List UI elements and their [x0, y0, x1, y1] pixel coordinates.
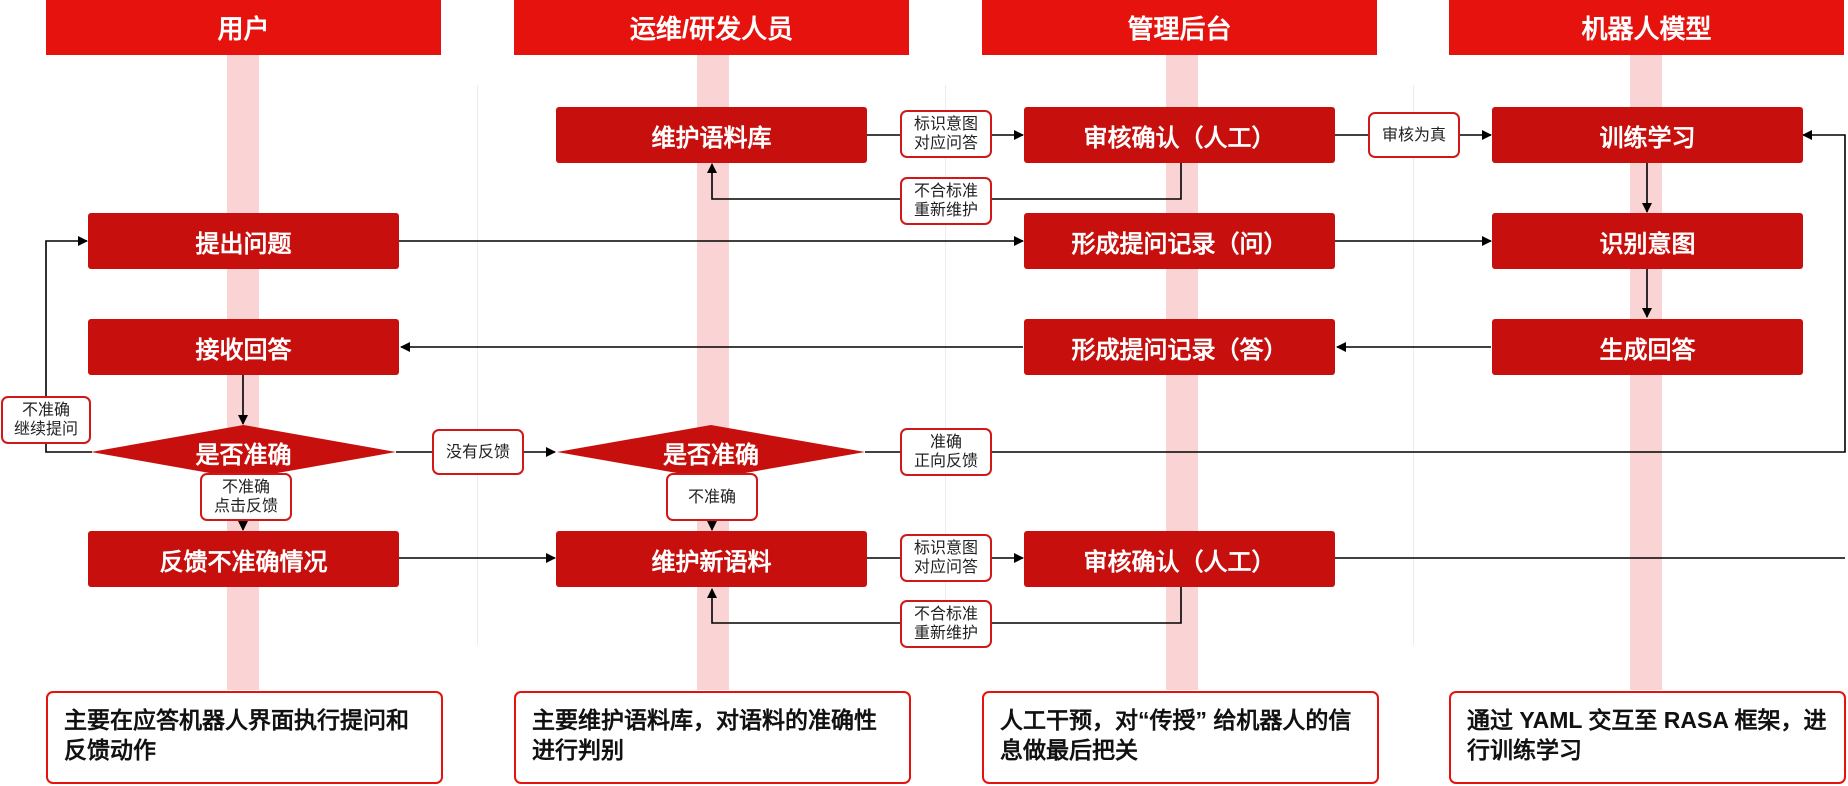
node-record-answer: 形成提问记录（答） — [1024, 319, 1335, 375]
label-inaccurate-continue: 不准确 继续提问 — [1, 396, 91, 444]
decision-accurate-user: 是否准确 — [91, 425, 396, 479]
node-feedback-inaccurate: 反馈不准确情况 — [88, 531, 399, 587]
lane-divider — [945, 85, 946, 645]
decision-label: 是否准确 — [663, 441, 759, 469]
lane-header-user: 用户 — [46, 0, 441, 55]
lane-header-admin: 管理后台 — [982, 0, 1377, 55]
diamond-shape — [557, 425, 865, 479]
node-receive-answer: 接收回答 — [88, 319, 399, 375]
node-ask: 提出问题 — [88, 213, 399, 269]
description-ops: 主要维护语料库，对语料的准确性进行判别 — [514, 691, 911, 784]
label-no-feedback: 没有反馈 — [432, 429, 524, 475]
label-accurate-positive: 准确 正向反馈 — [900, 428, 992, 476]
lane-header-robot: 机器人模型 — [1449, 0, 1844, 55]
label-mark-intent-top: 标识意图 对应问答 — [900, 110, 992, 158]
decision-accurate-ops: 是否准确 — [557, 425, 865, 479]
node-record-question: 形成提问记录（问） — [1024, 213, 1335, 269]
description-admin: 人工干预，对“传授” 给机器人的信息做最后把关 — [982, 691, 1379, 784]
label-inaccurate: 不准确 — [666, 473, 758, 521]
arrow-continue-ask — [45, 236, 92, 453]
description-user: 主要在应答机器人界面执行提问和反馈动作 — [46, 691, 443, 784]
label-approved: 审核为真 — [1368, 112, 1460, 158]
label-reject-bottom: 不合标准 重新维护 — [900, 600, 992, 648]
description-robot: 通过 YAML 交互至 RASA 框架，进行训练学习 — [1449, 691, 1846, 784]
lane-header-ops: 运维/研发人员 — [514, 0, 909, 55]
node-maintain-corpus: 维护语料库 — [556, 107, 867, 163]
label-inaccurate-click: 不准确 点击反馈 — [200, 473, 292, 521]
lane-divider — [477, 85, 478, 645]
label-reject-top: 不合标准 重新维护 — [900, 177, 992, 225]
node-review-top: 审核确认（人工） — [1024, 107, 1335, 163]
node-identify-intent: 识别意图 — [1492, 213, 1803, 269]
node-review-bottom: 审核确认（人工） — [1024, 531, 1335, 587]
decision-label: 是否准确 — [195, 441, 292, 469]
label-mark-intent-bottom: 标识意图 对应问答 — [900, 534, 992, 582]
node-train: 训练学习 — [1492, 107, 1803, 163]
lane-divider — [1413, 85, 1414, 645]
node-generate-answer: 生成回答 — [1492, 319, 1803, 375]
node-maintain-new: 维护新语料 — [556, 531, 867, 587]
diamond-shape — [91, 425, 396, 479]
arrow-accurate-to-train — [865, 130, 1846, 453]
